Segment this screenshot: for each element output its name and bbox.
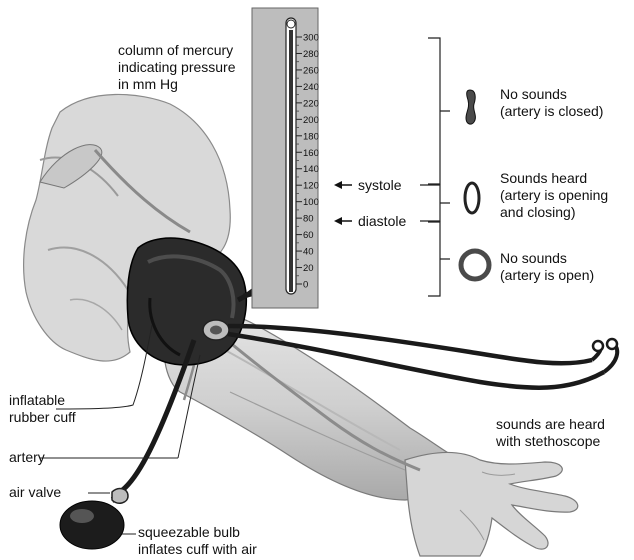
air-valve-part (112, 489, 128, 504)
bracket-mid (420, 185, 450, 221)
cuff-label-line1: inflatable (9, 392, 65, 409)
artery-closed-icon (466, 90, 475, 124)
gauge-tick-label: 180 (303, 131, 319, 142)
gauge-tick-label: 40 (303, 247, 314, 258)
gauge-tick-label: 300 (303, 33, 319, 44)
artery-label: artery (9, 449, 45, 466)
cuff-label-line2: rubber cuff (9, 409, 76, 426)
gauge-tick-label: 200 (303, 115, 319, 126)
opening-desc-line2: and closing) (500, 204, 576, 221)
gauge-tick-label: 80 (303, 214, 314, 225)
opening-title: Sounds heard (500, 170, 587, 187)
gauge-tick-label: 160 (303, 148, 319, 159)
bracket-bottom (428, 222, 450, 296)
artery-open-icon (461, 251, 489, 279)
mercury-label-line2: indicating pressure (118, 59, 236, 76)
mercury-label-line1: column of mercury (118, 42, 233, 59)
gauge-tick-label: 0 (303, 280, 308, 291)
opening-desc-line1: (artery is opening (500, 187, 608, 204)
gauge-tick-label: 120 (303, 181, 319, 192)
gauge-tick-label: 280 (303, 49, 319, 60)
hand (405, 452, 578, 556)
artery-partial-icon (465, 183, 479, 213)
stethoscope-label-line2: with stethoscope (496, 433, 600, 450)
systole-label: systole (358, 177, 402, 194)
gauge-tick-label: 60 (303, 230, 314, 241)
open-desc: (artery is open) (500, 267, 594, 284)
open-title: No sounds (500, 250, 567, 267)
squeeze-bulb (60, 501, 124, 549)
bulb-label-line1: squeezable bulb (138, 524, 240, 541)
closed-desc: (artery is closed) (500, 103, 603, 120)
bulb-label-line2: inflates cuff with air (138, 541, 257, 558)
mercury-label-line3: in mm Hg (118, 76, 178, 93)
gauge-tick-label: 220 (303, 98, 319, 109)
closed-title: No sounds (500, 86, 567, 103)
stethoscope-label-line1: sounds are heard (496, 416, 605, 433)
air-valve-label: air valve (9, 484, 61, 501)
gauge-tick-label: 260 (303, 65, 319, 76)
gauge-tick-label: 240 (303, 82, 319, 93)
gauge-tick-label: 20 (303, 263, 314, 274)
bracket-top (428, 38, 450, 184)
gauge-tick-label: 100 (303, 197, 319, 208)
gauge-tick-label: 140 (303, 164, 319, 175)
diastole-label: diastole (358, 213, 406, 230)
